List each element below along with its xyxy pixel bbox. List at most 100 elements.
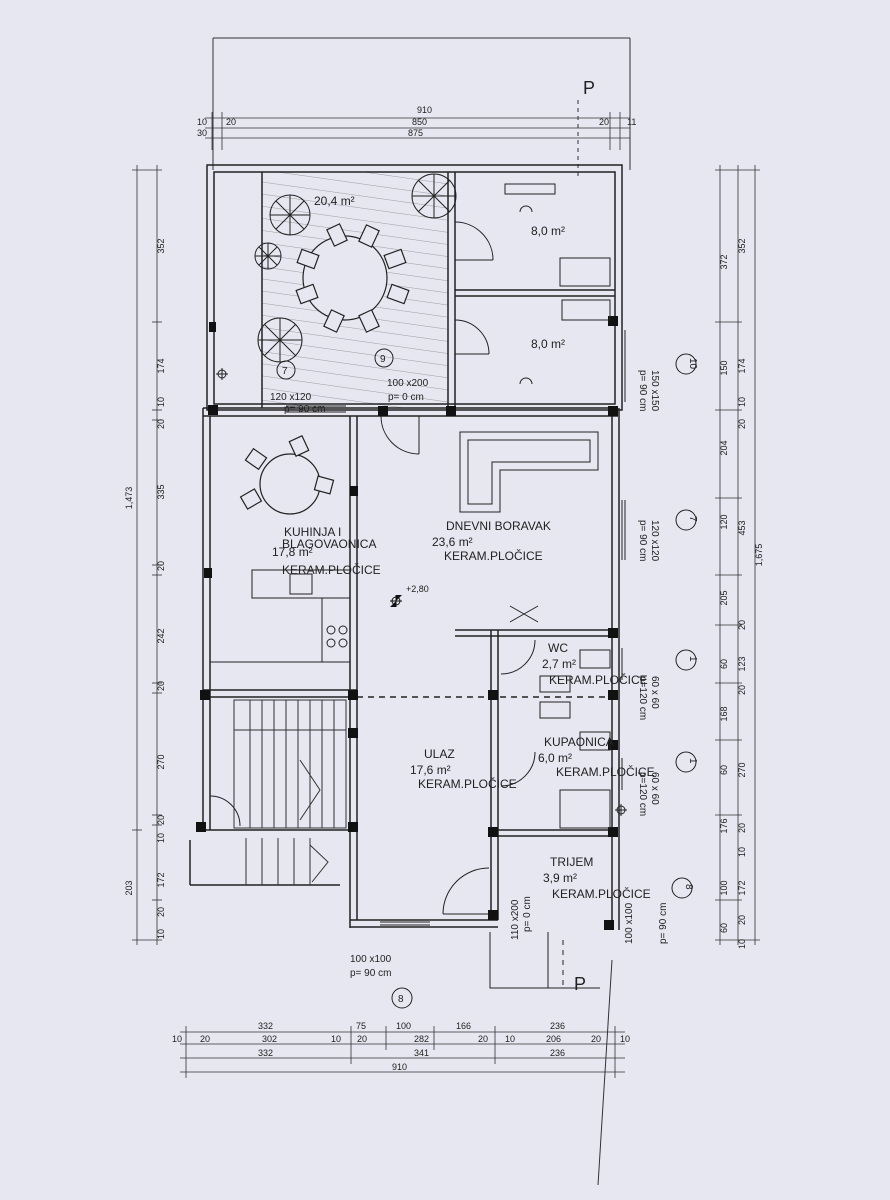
dim-bottom-r1-3: 166 xyxy=(456,1021,471,1031)
dim-left-e: 335 xyxy=(156,484,166,499)
dim-right-outer-e: 60 xyxy=(719,765,729,775)
dim-bottom-r2-0: 10 xyxy=(172,1034,182,1044)
kitchen-area: 17,8 m² xyxy=(272,545,313,559)
porch-name: TRIJEM xyxy=(550,855,593,869)
dim-right-j: 20 xyxy=(737,685,747,695)
w8-bottom-size: 100 x100 xyxy=(350,954,392,965)
w7-living-size: 120 x120 xyxy=(649,520,660,562)
dim-right-n: 10 xyxy=(737,847,747,857)
dim-left-c: 10 xyxy=(156,397,166,407)
dim-right-g: 205 xyxy=(719,590,729,605)
dim-right-outer-total: 1,675 xyxy=(754,544,764,567)
entry-floor: KERAM.PLOČICE xyxy=(418,776,517,791)
w7-terrace-sill: p= 90 cm xyxy=(284,404,325,415)
dim-bottom-r1-4: 236 xyxy=(550,1021,565,1031)
w10-sill: p= 90 cm xyxy=(637,370,648,411)
dim-right-d: 20 xyxy=(737,419,747,429)
dim-right-b: 174 xyxy=(737,358,747,373)
dim-bottom-r1-0: 332 xyxy=(258,1021,273,1031)
sofa xyxy=(459,431,599,513)
porch-area xyxy=(489,932,600,989)
dim-top-l1-b: 850 xyxy=(412,117,427,127)
dim-top-l2-left: 30 xyxy=(197,128,207,138)
dim-right-outer-f: 176 xyxy=(719,818,729,833)
dim-right-l: 270 xyxy=(737,762,747,777)
dim-right-m: 20 xyxy=(737,823,747,833)
bath-floor: KERAM.PLOČICE xyxy=(556,764,655,779)
dim-left-n: 10 xyxy=(156,929,166,939)
dim-right-k: 168 xyxy=(719,706,729,721)
room-a-area: 8,0 m² xyxy=(531,224,565,238)
doors xyxy=(209,205,536,915)
dim-bottom-r2-5: 282 xyxy=(414,1034,429,1044)
dim-right-h: 20 xyxy=(737,620,747,630)
entry-name: ULAZ xyxy=(424,747,455,761)
dim-right-outer-g: 100 xyxy=(719,880,729,895)
dim-bottom-r2-10: 10 xyxy=(620,1034,630,1044)
w8-porch-size: 100 x100 xyxy=(624,902,635,944)
dim-right-e: 204 xyxy=(719,440,729,455)
columns xyxy=(196,316,618,930)
dim-right-c: 10 xyxy=(737,397,747,407)
dim-top-l1-right: 11 xyxy=(627,117,636,127)
w8-porch-sill: p= 90 cm xyxy=(658,903,669,944)
w1-bath-num: 1 xyxy=(687,758,698,764)
dim-top-l1-a: 20 xyxy=(226,117,236,127)
dim-top-total: 910 xyxy=(417,105,432,115)
dim-top-l1-left: 10 xyxy=(197,117,207,127)
right-outer-dimension-labels: 372 150 453 60 60 176 100 60 1,675 xyxy=(719,254,764,933)
dim-left-i: 270 xyxy=(156,754,166,769)
left-dimensions xyxy=(132,165,162,945)
dim-bottom-r2-3: 10 xyxy=(331,1034,341,1044)
w8-bottom-num: 8 xyxy=(398,994,404,1005)
dim-bottom-r2-6: 20 xyxy=(478,1034,488,1044)
dim-left-bottom-part: 203 xyxy=(124,880,134,895)
dim-left-j: 20 xyxy=(156,815,166,825)
trees xyxy=(254,173,457,363)
w1-bath-sill: p=120 cm xyxy=(637,772,648,816)
dim-bottom-r2-7: 10 xyxy=(505,1034,515,1044)
w1-wc-sill: p=120 cm xyxy=(637,676,648,720)
living-area: 23,6 m² xyxy=(432,535,473,549)
bath-area: 6,0 m² xyxy=(538,751,572,765)
dim-bottom-r4: 910 xyxy=(392,1062,407,1072)
w7-living-sill: p= 90 cm xyxy=(637,520,648,561)
terrace-area: 20,4 m² xyxy=(314,194,355,208)
kitchen-name-2: BLAGOVAONICA xyxy=(282,537,376,551)
d-entry-sill: p= 0 cm xyxy=(522,896,533,932)
d9-num: 9 xyxy=(380,354,386,365)
dim-bottom-r3-0: 332 xyxy=(258,1048,273,1058)
dim-right-outer-h: 60 xyxy=(719,923,729,933)
kitchen-counters xyxy=(209,569,351,691)
d9-size: 100 x200 xyxy=(387,378,429,389)
left-dimension-labels: 352 174 10 20 335 20 242 20 270 20 10 17… xyxy=(124,238,166,939)
w10-num: 10 xyxy=(687,358,698,370)
dim-left-b: 174 xyxy=(156,358,166,373)
dim-bottom-r2-1: 20 xyxy=(200,1034,210,1044)
room-labels: 20,4 m² 8,0 m² 8,0 m² KUHINJA I BLAGOVAO… xyxy=(272,194,655,901)
bottom-dimension-labels: 332 75 100 166 236 10 20 302 10 20 282 2… xyxy=(172,1021,630,1072)
window-markings xyxy=(216,330,627,926)
dim-left-d: 20 xyxy=(156,419,166,429)
dim-right-o: 172 xyxy=(737,880,747,895)
dim-bottom-r3-2: 236 xyxy=(550,1048,565,1058)
dim-left-a: 352 xyxy=(156,238,166,253)
bottom-dimensions xyxy=(180,1026,625,1078)
d9-sill: p= 0 cm xyxy=(388,392,424,403)
w1-wc-num: 1 xyxy=(687,656,698,662)
living-name: DNEVNI BORAVAK xyxy=(446,519,551,533)
living-floor: KERAM.PLOČICE xyxy=(444,548,543,563)
wc-floor: KERAM.PLOČICE xyxy=(549,672,648,687)
dim-left-f: 20 xyxy=(156,561,166,571)
room-furniture xyxy=(504,183,611,829)
level-marker: +2,80 xyxy=(390,584,429,607)
dim-bottom-r1-1: 75 xyxy=(356,1021,366,1031)
dim-right-outer-c: 453 xyxy=(737,520,747,535)
w7-terrace-num: 7 xyxy=(282,366,288,377)
dim-bottom-r2-9: 20 xyxy=(591,1034,601,1044)
entry-area: 17,6 m² xyxy=(410,763,451,777)
room-b-area: 8,0 m² xyxy=(531,337,565,351)
right-inner-dimension-labels: 352 174 10 20 204 120 205 20 123 20 168 … xyxy=(719,238,747,949)
dim-bottom-r3-1: 341 xyxy=(414,1048,429,1058)
dim-bottom-r2-8: 206 xyxy=(546,1034,561,1044)
